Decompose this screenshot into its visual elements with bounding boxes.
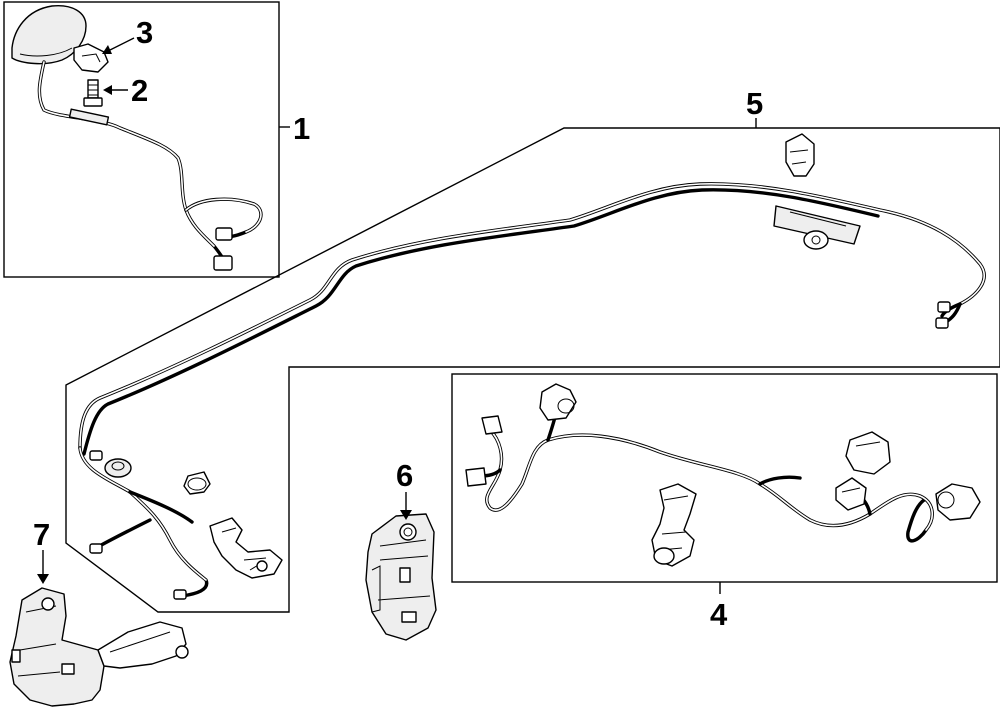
antenna-base (11, 5, 87, 65)
callout-4: 4 (710, 597, 728, 632)
roof-wire-harness-icon (65, 127, 1000, 613)
antenna-assembly-icon (3, 1, 280, 278)
clip-icon (73, 43, 109, 73)
antenna-connector-b (213, 255, 233, 271)
callout-2: 2 (131, 73, 148, 108)
callout-3: 3 (136, 15, 153, 50)
bolt-icon (83, 79, 103, 107)
callout-1: 1 (293, 111, 310, 146)
callout-5: 5 (746, 86, 763, 121)
antenna-group-box (3, 1, 280, 278)
antenna-connector-a (215, 227, 233, 241)
sensor-group-box (451, 373, 998, 583)
callout-7: 7 (33, 517, 50, 552)
control-module-bracket-icon (365, 513, 437, 641)
harness-group-box (65, 127, 1000, 613)
mounting-bracket-icon (9, 587, 189, 707)
callout-6: 6 (396, 458, 413, 493)
harness-sensor-set-icon (451, 373, 998, 583)
